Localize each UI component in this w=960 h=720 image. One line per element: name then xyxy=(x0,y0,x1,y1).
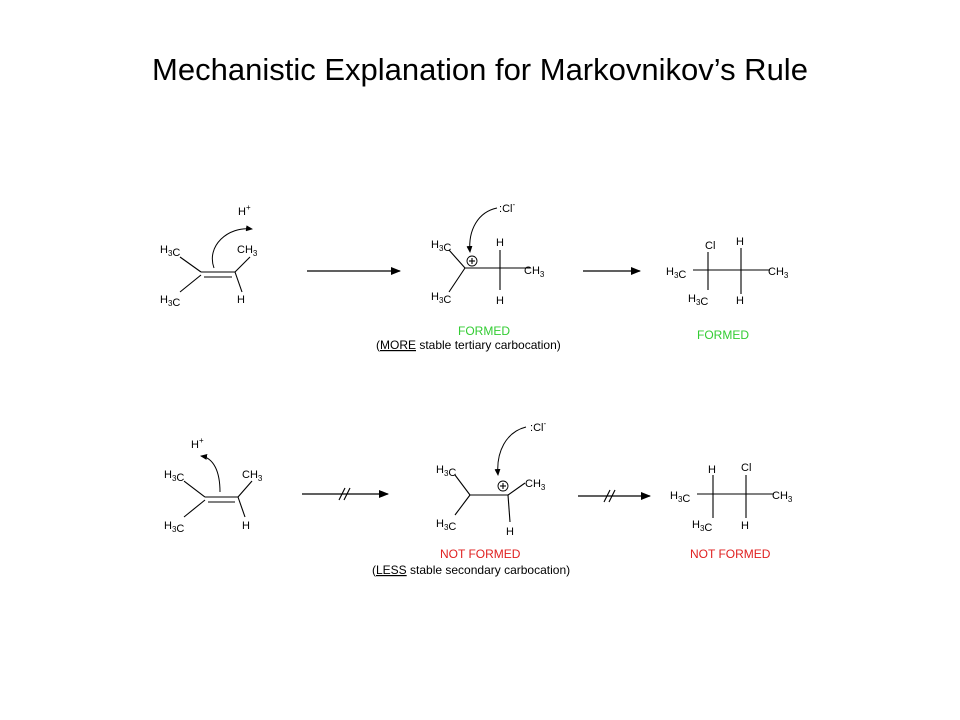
alkene-top: H3C H3C CH3 H H+ xyxy=(160,203,258,309)
svg-text:H: H xyxy=(496,295,504,307)
svg-text:H3C: H3C xyxy=(436,464,456,479)
positive-charge-icon xyxy=(466,255,478,267)
carbocation-secondary: H3C H3C CH3 H :Cl- xyxy=(436,419,546,538)
svg-text:CH3: CH3 xyxy=(237,244,258,258)
svg-text:Cl: Cl xyxy=(741,462,751,474)
intermediate-bottom-status: NOT FORMED xyxy=(440,547,521,561)
svg-text:H: H xyxy=(741,520,749,532)
svg-text:H: H xyxy=(242,520,250,532)
svg-text:H3C: H3C xyxy=(670,490,690,505)
svg-text:H3C: H3C xyxy=(164,520,184,535)
svg-text:H+: H+ xyxy=(238,203,251,218)
slide-title: Mechanistic Explanation for Markovnikov’… xyxy=(152,52,808,87)
atom-h3c-lower: H3C xyxy=(160,294,180,309)
product-bottom-status: NOT FORMED xyxy=(690,547,771,561)
intermediate-top-status: FORMED xyxy=(458,324,510,338)
svg-text:H3C: H3C xyxy=(692,519,712,534)
curved-arrow-to-proton xyxy=(211,225,253,269)
svg-text:H3C: H3C xyxy=(160,244,180,259)
svg-text:Cl: Cl xyxy=(705,240,715,252)
proton: H+ xyxy=(238,203,251,218)
svg-text:CH3: CH3 xyxy=(772,490,793,504)
svg-text:H3C: H3C xyxy=(164,469,184,484)
svg-text:H: H xyxy=(506,526,514,538)
curved-arrow-chloride-attack-2 xyxy=(494,426,527,476)
svg-text:H: H xyxy=(237,294,245,306)
svg-text:H: H xyxy=(736,236,744,248)
curved-arrow-to-proton-2 xyxy=(200,453,221,493)
svg-text::Cl-: :Cl- xyxy=(530,419,546,434)
svg-text:CH3: CH3 xyxy=(524,265,545,279)
atom-h3c-upper: H3C xyxy=(160,244,180,259)
blocked-arrow-bottom-2 xyxy=(578,489,651,503)
intermediate-bottom-note: (LESS stable secondary carbocation) xyxy=(372,563,570,577)
svg-text:CH3: CH3 xyxy=(768,266,789,280)
svg-text:H3C: H3C xyxy=(431,291,451,306)
svg-text:H: H xyxy=(736,295,744,307)
atom-h: H xyxy=(237,294,245,306)
curved-arrow-chloride-attack xyxy=(466,207,498,253)
svg-text:H: H xyxy=(496,237,504,249)
svg-text:H3C: H3C xyxy=(431,239,451,254)
product-markovnikov: Cl H H3C CH3 H3C H xyxy=(666,236,789,308)
svg-text:H3C: H3C xyxy=(688,293,708,308)
atom-ch3: CH3 xyxy=(237,244,258,258)
svg-text:CH3: CH3 xyxy=(242,469,263,483)
carbocation-tertiary: H3C H3C H H CH3 :Cl- xyxy=(431,200,545,307)
svg-text:H+: H+ xyxy=(191,436,204,451)
product-anti-markovnikov: H Cl H3C CH3 H3C H xyxy=(670,462,793,534)
intermediate-top-note: (MORE stable tertiary carbocation) xyxy=(376,338,561,352)
svg-text:H3C: H3C xyxy=(666,266,686,281)
svg-text:H: H xyxy=(708,464,716,476)
product-top-status: FORMED xyxy=(697,328,749,342)
svg-text:H3C: H3C xyxy=(160,294,180,309)
positive-charge-icon-2 xyxy=(497,480,509,492)
svg-text:H3C: H3C xyxy=(436,518,456,533)
blocked-arrow-bottom-1 xyxy=(302,487,389,501)
alkene-bottom: H3C H3C CH3 H H+ xyxy=(164,436,263,535)
svg-text:CH3: CH3 xyxy=(525,478,546,492)
svg-text::Cl-: :Cl- xyxy=(499,200,515,215)
